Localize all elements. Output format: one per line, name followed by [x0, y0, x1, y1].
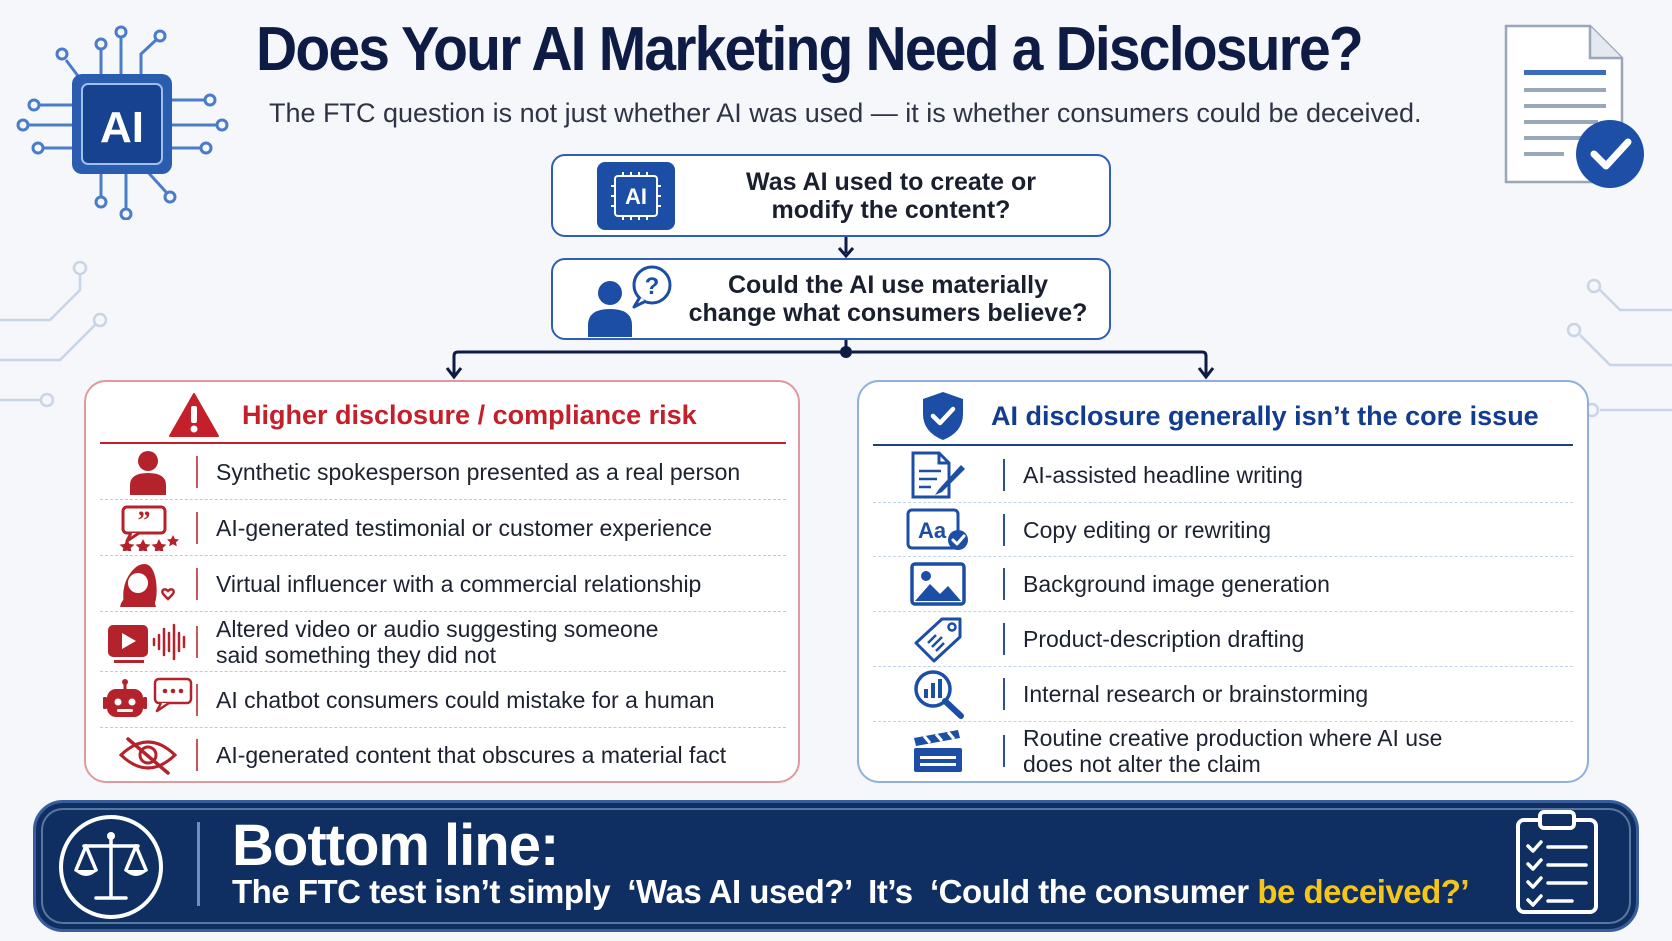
page-subtitle: The FTC question is not just whether AI …: [269, 98, 1422, 128]
checklist-clipboard-icon: [1516, 810, 1598, 914]
row-divider: [1003, 678, 1005, 710]
bottom-line-text: The FTC test isn’t simply ‘Was AI used?’…: [232, 873, 1470, 911]
question-line: change what consumers believe?: [688, 299, 1088, 327]
banner-divider: [197, 822, 200, 906]
low-concern-item: Routine creative production where AI use…: [873, 722, 1573, 780]
risk-panel-title: Higher disclosure / compliance risk: [242, 399, 697, 430]
low-concern-item: Product-description drafting: [873, 612, 1573, 667]
risk-item-line: Altered video or audio suggesting someon…: [216, 615, 659, 642]
low-concern-item-text: Copy editing or rewriting: [1023, 516, 1272, 543]
question-text-ai-used: Was AI used to create or modify the cont…: [721, 168, 1061, 224]
risk-item-text: AI-generated content that obscures a mat…: [216, 742, 727, 768]
font-glyph: Aa: [918, 518, 947, 543]
risk-item-text: Synthetic spokesperson presented as a re…: [216, 459, 741, 485]
row-divider: [196, 739, 198, 771]
risk-item: ” AI-generated testimonial or customer e…: [100, 500, 786, 556]
risk-item: AI-generated content that obscures a mat…: [100, 728, 786, 782]
document-check-icon: [1504, 24, 1644, 188]
chatbot-icon: [103, 677, 193, 717]
risk-item: Virtual influencer with a commercial rel…: [100, 556, 786, 612]
low-concern-item-text: Internal research or brainstorming: [1023, 681, 1369, 707]
bottom-line-highlight: be deceived?’: [1257, 873, 1470, 910]
question-line: modify the content?: [771, 195, 1011, 224]
row-divider: [196, 567, 198, 600]
low-concern-item: Background image generation: [873, 557, 1573, 612]
low-concern-item-text: Background image generation: [1023, 571, 1330, 597]
video-audio-icon: [108, 623, 186, 663]
low-concern-item-text: Routine creative production where AI use…: [1023, 725, 1442, 777]
low-concern-item: Aa Copy editing or rewriting: [873, 503, 1573, 557]
low-concern-panel-title: AI disclosure generally isn’t the core i…: [991, 400, 1539, 431]
row-divider: [1003, 623, 1005, 655]
question-text-consumer-belief: Could the AI use materially change what …: [688, 271, 1088, 327]
magnifier-chart-icon: [914, 670, 964, 719]
warning-triangle-icon: [169, 393, 219, 437]
page-title: Does Your AI Marketing Need a Disclosure…: [256, 15, 1364, 84]
row-divider: [1003, 735, 1005, 767]
question-line: Was AI used to create or: [746, 167, 1036, 196]
risk-item-text: Virtual influencer with a commercial rel…: [216, 570, 702, 597]
question-box-consumer-belief: ? Could the AI use materially change wha…: [551, 258, 1111, 340]
ai-chip-logo-icon: AI: [16, 25, 229, 220]
row-divider: [1003, 568, 1005, 600]
row-divider: [196, 683, 198, 716]
image-icon: [910, 562, 966, 606]
risk-item: Synthetic spokesperson presented as a re…: [100, 445, 786, 500]
document-pen-icon: [911, 451, 965, 498]
low-concern-item-line: Routine creative production where AI use: [1023, 725, 1443, 751]
circuit-decoration: [0, 260, 108, 408]
person-question-icon: ?: [588, 265, 672, 337]
risk-item: Altered video or audio suggesting someon…: [100, 612, 786, 672]
bottom-line-text-main: The FTC test isn’t simply ‘Was AI used?’…: [232, 873, 1258, 910]
risk-header-divider: [100, 442, 786, 444]
row-divider: [1003, 458, 1005, 491]
risk-item-text: AI-generated testimonial or customer exp…: [216, 514, 713, 541]
influencer-heart-icon: [120, 563, 175, 607]
scales-of-justice-icon: [59, 815, 163, 919]
bottom-line-heading: Bottom line:: [232, 813, 559, 878]
flow-split-connector: [445, 340, 1215, 380]
testimonial-stars-icon: ”: [119, 505, 179, 551]
shield-check-icon: [923, 392, 963, 440]
low-concern-item-text: AI-assisted headline writing: [1023, 461, 1303, 488]
risk-panel-header: Higher disclosure / compliance risk: [168, 390, 697, 440]
row-divider: [196, 511, 198, 544]
ai-chip-icon: AI: [597, 161, 675, 230]
low-concern-item-text: Product-description drafting: [1023, 626, 1305, 652]
low-concern-panel-header: AI disclosure generally isn’t the core i…: [921, 388, 1539, 444]
question-mark: ?: [645, 273, 660, 300]
row-divider: [1003, 513, 1005, 546]
risk-panel: Higher disclosure / compliance risk Synt…: [84, 380, 800, 783]
risk-item-line: said something they did not: [216, 641, 497, 668]
ok-header-divider: [873, 444, 1573, 446]
row-divider: [196, 456, 198, 488]
flow-arrow-down: [837, 237, 855, 259]
font-check-icon: Aa: [906, 508, 968, 550]
risk-item-text: AI chatbot consumers could mistake for a…: [216, 686, 715, 713]
risk-item-text: Altered video or audio suggesting someon…: [216, 616, 658, 668]
low-concern-item-line: does not alter the claim: [1023, 751, 1261, 777]
low-concern-item: Internal research or brainstorming: [873, 667, 1573, 722]
question-box-ai-used: AI Was AI used to create or modify the c…: [551, 154, 1111, 237]
bottom-line-banner: [33, 800, 1639, 932]
low-concern-item: AI-assisted headline writing: [873, 447, 1573, 503]
ai-chip-logo-label: AI: [100, 103, 144, 152]
question-line: Could the AI use materially: [728, 271, 1048, 299]
row-divider: [196, 625, 198, 658]
price-tag-icon: [914, 617, 962, 663]
hidden-eye-icon: [118, 737, 178, 775]
low-concern-panel: AI disclosure generally isn’t the core i…: [857, 380, 1589, 783]
risk-item: AI chatbot consumers could mistake for a…: [100, 672, 786, 728]
person-icon: [130, 451, 166, 495]
ai-chip-icon-label: AI: [625, 184, 647, 209]
svg-text:”: ”: [138, 506, 151, 535]
clapperboard-icon: [914, 730, 962, 772]
